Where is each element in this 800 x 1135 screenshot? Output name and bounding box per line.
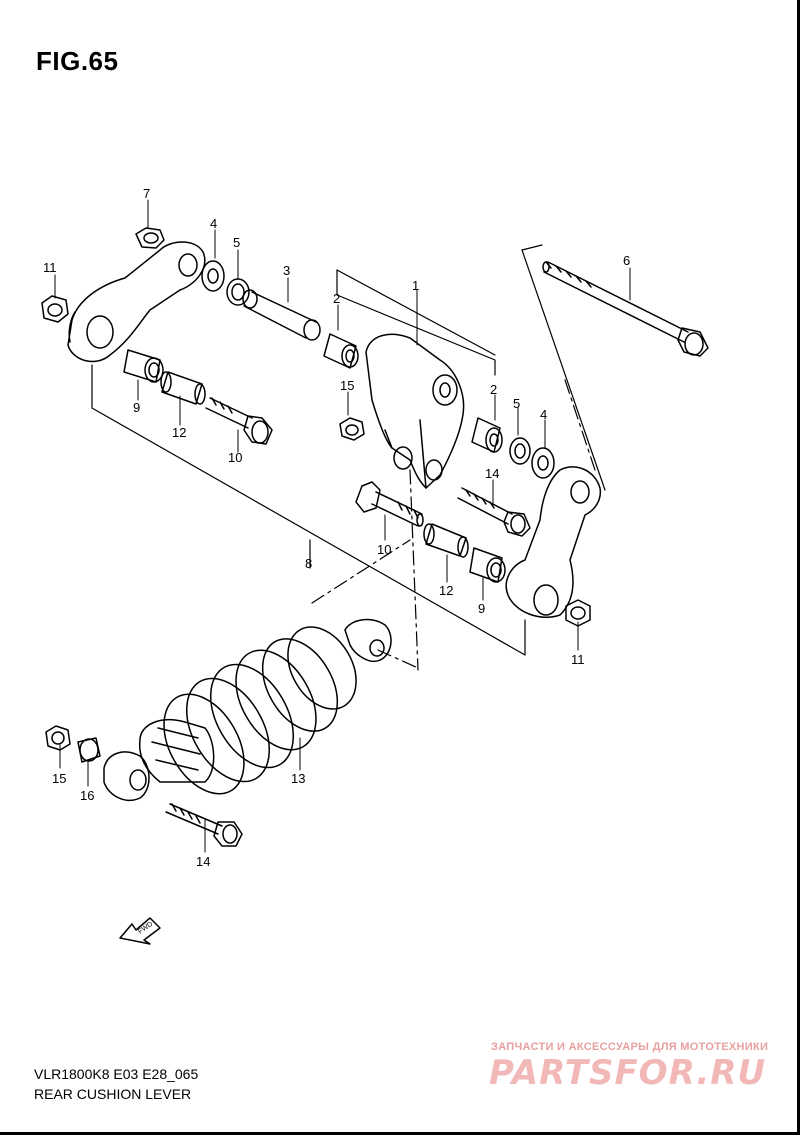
part-4-washer-upper bbox=[201, 260, 225, 292]
assembly-lines bbox=[91, 244, 606, 671]
part-9-bearing-left bbox=[123, 349, 164, 383]
part-11-nut-right bbox=[565, 599, 591, 627]
callout-7: 7 bbox=[143, 186, 150, 201]
watermark-caption: ЗАПЧАСТИ И АКСЕССУАРЫ ДЛЯ МОТОТЕХНИКИ bbox=[491, 1041, 769, 1053]
part-6-long-bolt bbox=[542, 261, 709, 357]
callout-4-upper: 4 bbox=[210, 216, 217, 231]
callout-10-right: 10 bbox=[377, 542, 391, 557]
part-4-washer-right bbox=[531, 447, 555, 479]
callout-13: 13 bbox=[291, 771, 305, 786]
callout-10-left: 10 bbox=[228, 450, 242, 465]
callout-1: 1 bbox=[412, 278, 419, 293]
callout-2-upper: 2 bbox=[333, 291, 340, 306]
callout-14-middle: 14 bbox=[485, 466, 499, 481]
part-2-bearing-right bbox=[471, 417, 503, 453]
part-1-lever bbox=[365, 333, 465, 489]
callout-labels: 7 4 5 3 2 1 11 6 15 2 5 4 14 9 12 10 8 1… bbox=[43, 186, 630, 869]
part-11-nut-left bbox=[41, 295, 69, 323]
callout-4-right: 4 bbox=[540, 407, 547, 422]
callout-12-left: 12 bbox=[172, 425, 186, 440]
watermark-brand: PARTSFOR.RU bbox=[489, 1053, 767, 1093]
part-5-seal-right bbox=[509, 437, 531, 465]
callout-5-right: 5 bbox=[513, 396, 520, 411]
callout-2-right: 2 bbox=[490, 382, 497, 397]
leader-lines bbox=[54, 199, 631, 853]
part-5-seal-upper bbox=[226, 278, 250, 306]
callout-3: 3 bbox=[283, 263, 290, 278]
callout-11-left: 11 bbox=[43, 260, 57, 275]
part-10-bolt-left bbox=[205, 397, 273, 445]
figure-title: FIG.65 bbox=[36, 46, 119, 76]
callout-15-middle: 15 bbox=[340, 378, 354, 393]
callout-11-right: 11 bbox=[571, 652, 585, 667]
part-15-nut-lower bbox=[45, 725, 71, 751]
part-12-spacer-right bbox=[423, 523, 469, 558]
part-14-bolt-middle bbox=[457, 487, 531, 537]
part-16-spacer-lower bbox=[77, 737, 101, 763]
model-code: VLR1800K8 E03 E28_065 bbox=[34, 1066, 199, 1082]
callout-9-left: 9 bbox=[133, 400, 140, 415]
part-2-bearing-upper bbox=[323, 333, 359, 369]
callout-16: 16 bbox=[80, 788, 94, 803]
callout-9-right: 9 bbox=[478, 601, 485, 616]
section-name: REAR CUSHION LEVER bbox=[34, 1086, 192, 1102]
fwd-arrow: FWD bbox=[119, 917, 161, 945]
part-12-spacer-left bbox=[160, 371, 206, 405]
part-3-spacer bbox=[242, 289, 321, 341]
part-10-bolt-right bbox=[355, 481, 424, 527]
left-cushion-rod bbox=[67, 241, 206, 363]
callout-15-lower: 15 bbox=[52, 771, 66, 786]
callout-5-upper: 5 bbox=[233, 235, 240, 250]
part-9-bearing-right bbox=[469, 547, 506, 583]
part-14-bolt-lower bbox=[165, 803, 243, 847]
callout-6: 6 bbox=[623, 253, 630, 268]
part-7-nut bbox=[135, 227, 165, 249]
callout-14-lower: 14 bbox=[196, 854, 210, 869]
part-15-nut-middle bbox=[339, 417, 365, 441]
part-13-shock-absorber bbox=[103, 618, 392, 802]
right-cushion-rod bbox=[505, 466, 602, 619]
callout-8: 8 bbox=[305, 556, 312, 571]
callout-12-right: 12 bbox=[439, 583, 453, 598]
